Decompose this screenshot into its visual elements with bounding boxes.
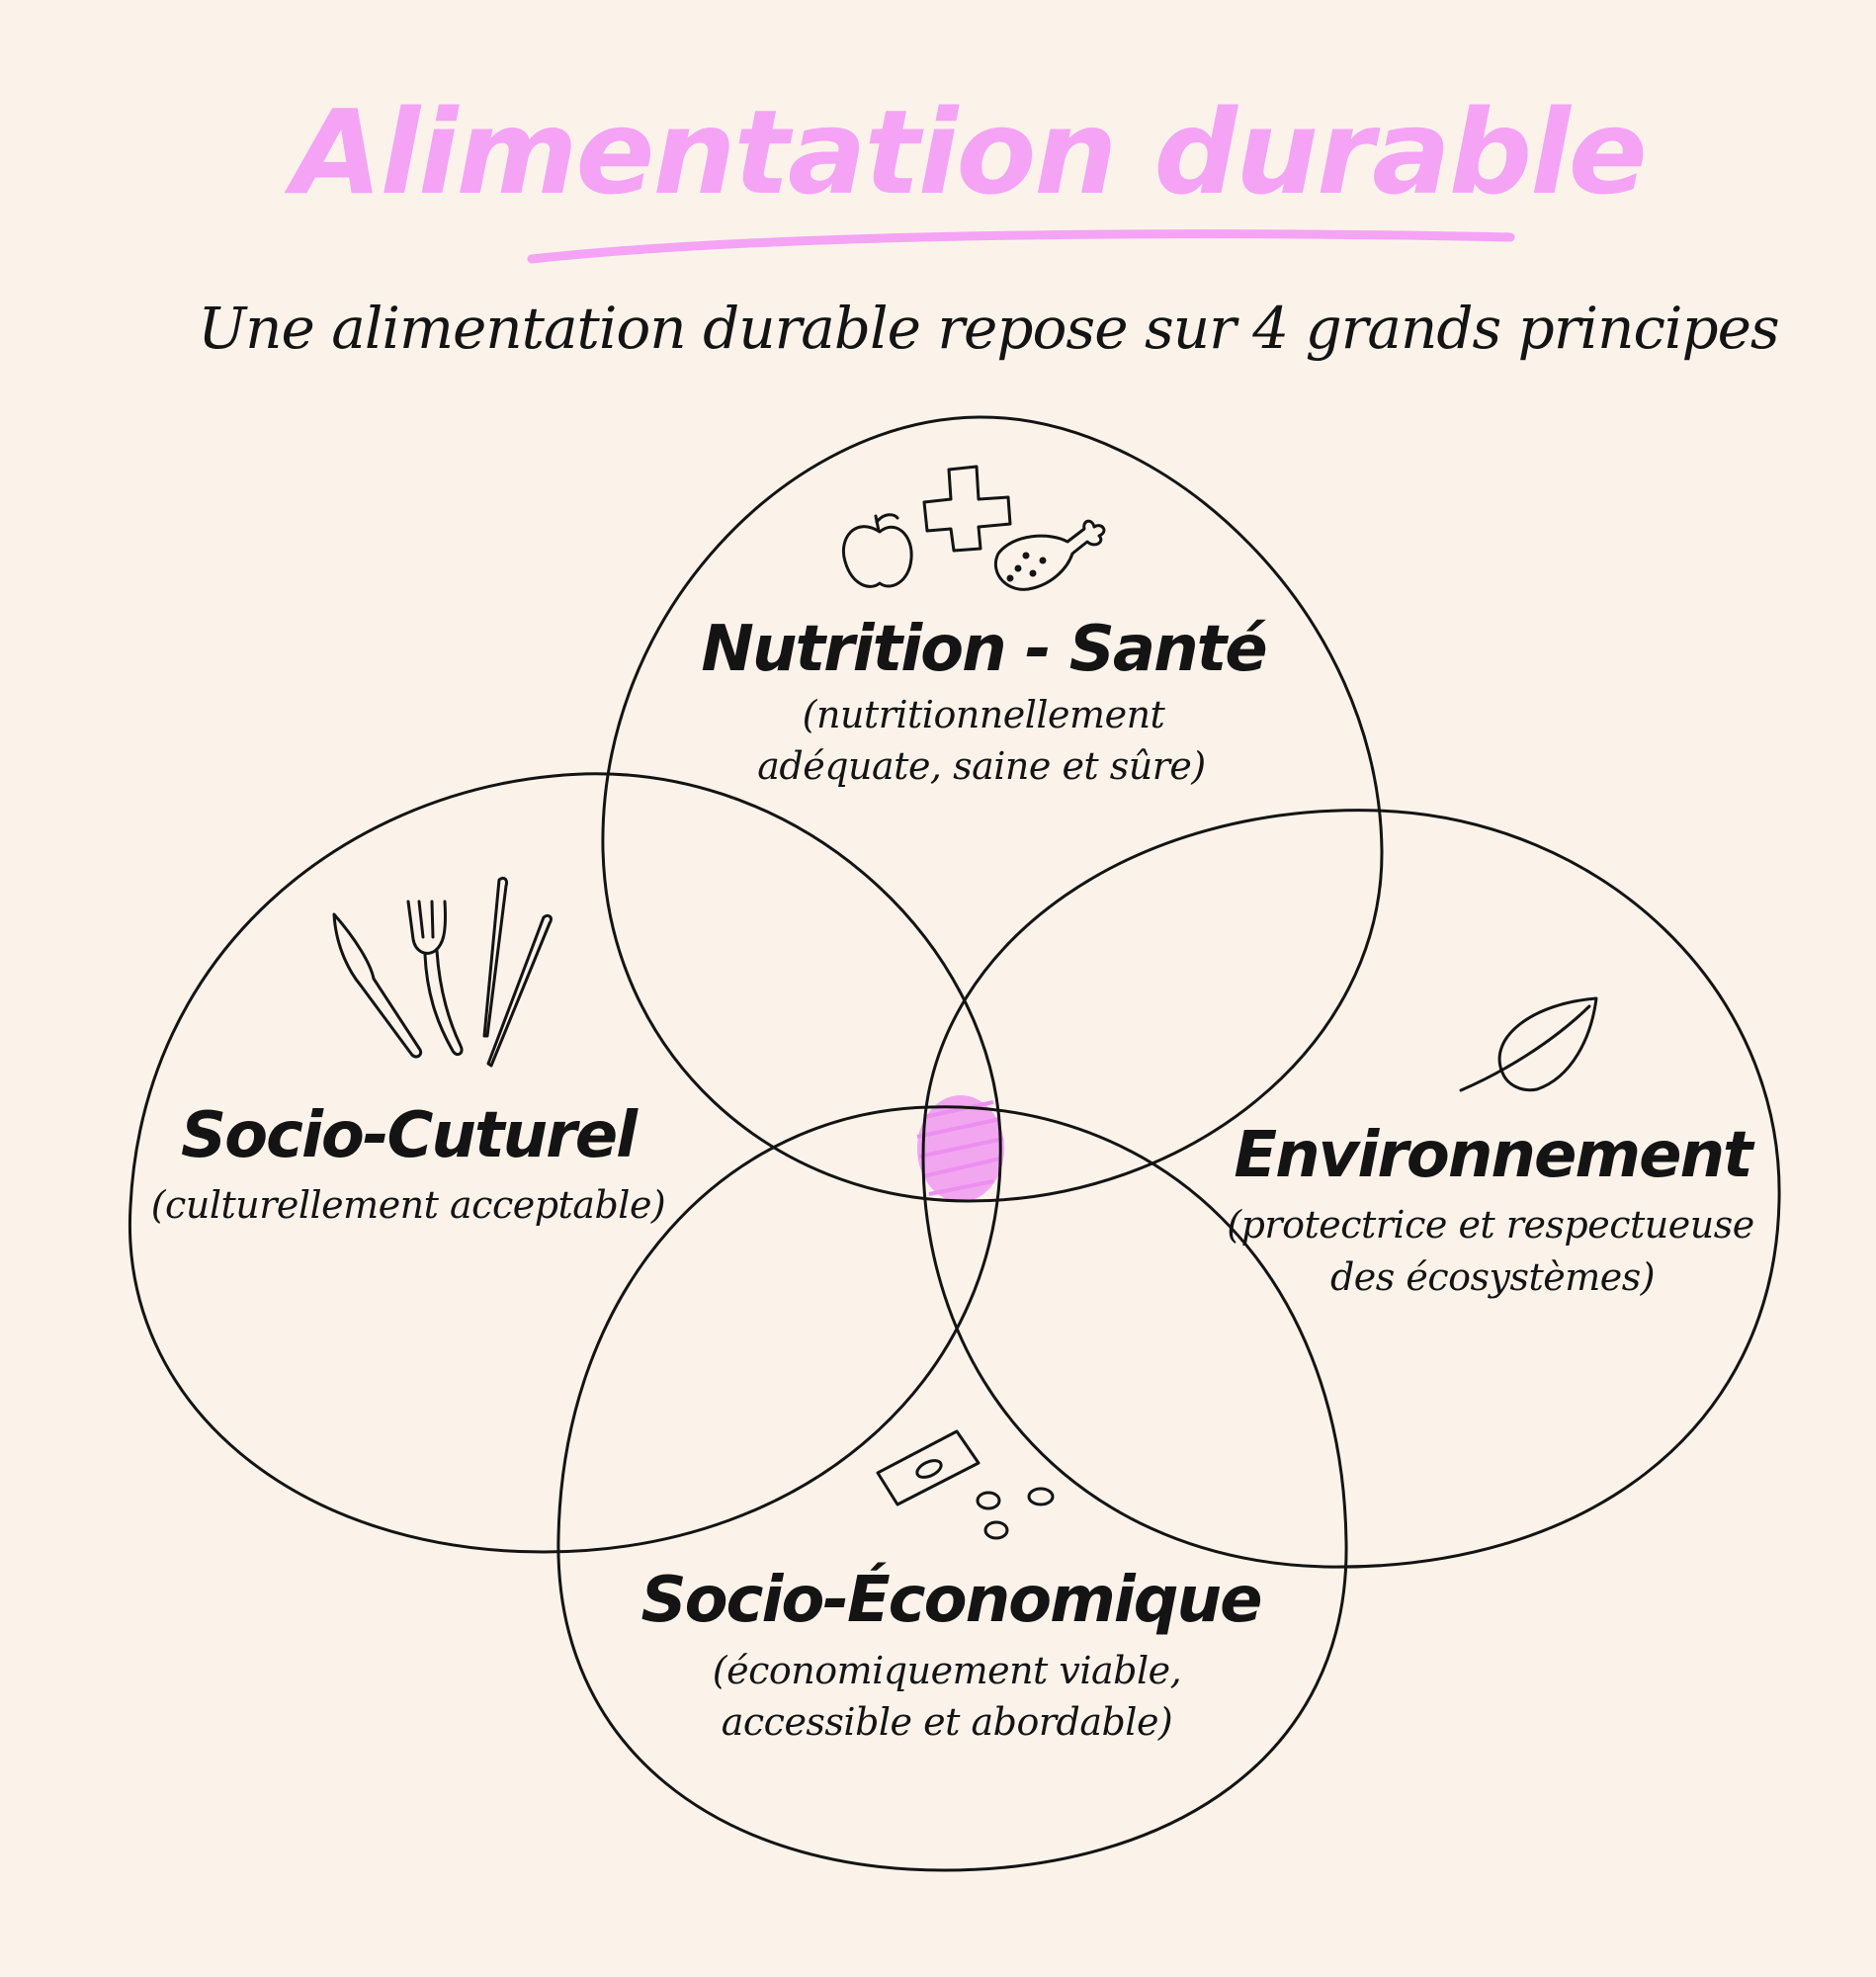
nutrition-sante-desc-line1: (nutritionnellement <box>803 693 1166 736</box>
apple-icon <box>842 513 913 588</box>
leaf-icon <box>1459 996 1598 1092</box>
nutrition-sante-desc-line2: adéquate, saine et sûre) <box>757 744 1205 788</box>
socio-economique-desc-line2: accessible et abordable) <box>722 1700 1173 1744</box>
page-title: Alimentation durable <box>284 84 1646 220</box>
center-overlap-highlight <box>916 1095 1004 1202</box>
medical-cross-icon <box>922 465 1012 553</box>
socio-culturel-circle <box>128 772 1002 1554</box>
socio-culturel-heading: Socio-Cuturel <box>181 1099 639 1172</box>
knife-icon <box>332 912 423 1059</box>
nutrition-sante-section: Nutrition - Santé (nutritionnellement ad… <box>701 465 1268 788</box>
socio-economique-section: Socio-Économique (économiquement viable,… <box>640 1429 1263 1744</box>
socio-economique-circle <box>556 1105 1348 1872</box>
environnement-desc-line2: des écosystèmes) <box>1330 1255 1655 1299</box>
page-subtitle: Une alimentation durable repose sur 4 gr… <box>198 295 1778 362</box>
nutrition-sante-circle <box>601 415 1384 1203</box>
chopsticks-icon <box>482 876 553 1068</box>
coins-icon <box>976 1487 1055 1540</box>
environnement-circle <box>921 809 1781 1569</box>
environnement-desc-line1: (protectrice et respectueuse <box>1227 1203 1753 1246</box>
fork-icon <box>406 900 464 1057</box>
banknote-icon <box>876 1429 981 1506</box>
socio-economique-heading: Socio-Économique <box>640 1562 1260 1637</box>
socio-economique-desc-line1: (économiquement viable, <box>713 1649 1181 1692</box>
environnement-section: Environnement (protectrice et respectueu… <box>1227 996 1757 1299</box>
socio-culturel-section: Socio-Cuturel (culturellement acceptable… <box>151 876 666 1227</box>
socio-culturel-desc-line1: (culturellement acceptable) <box>151 1183 666 1227</box>
title-underline <box>527 229 1515 264</box>
chicken-leg-icon <box>994 519 1106 591</box>
environnement-heading: Environnement <box>1234 1119 1755 1192</box>
nutrition-sante-heading: Nutrition - Santé <box>701 613 1266 686</box>
